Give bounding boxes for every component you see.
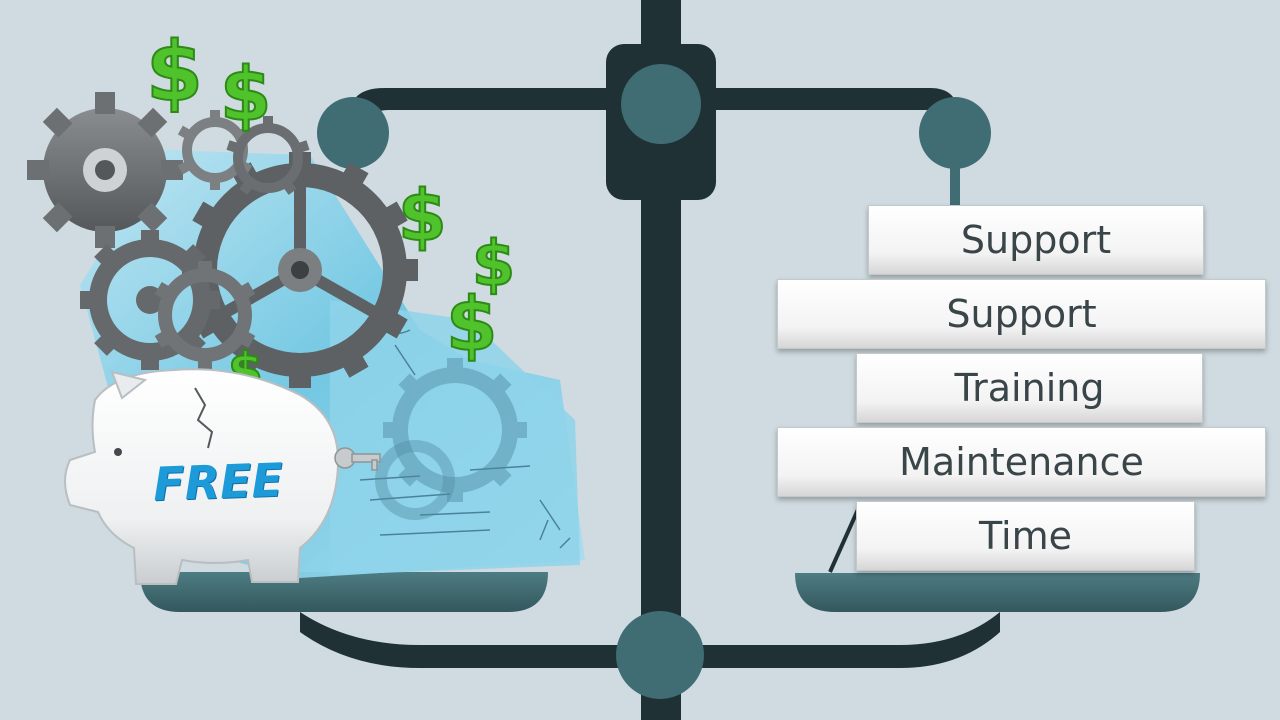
svg-text:$: $	[446, 282, 498, 368]
scale-frame	[140, 0, 1200, 720]
svg-text:$: $	[146, 25, 203, 120]
scale-block-support-1: Support	[868, 205, 1204, 275]
scale-block-maintenance: Maintenance	[777, 427, 1266, 497]
gear-icon	[27, 92, 527, 520]
svg-text:$: $	[398, 175, 447, 257]
svg-text:$: $	[472, 227, 515, 300]
scale-block-time: Time	[856, 501, 1195, 571]
svg-text:$: $	[220, 52, 272, 138]
piggy-bank-free-label: FREE	[152, 452, 284, 512]
piggy-bank-icon	[64, 368, 381, 585]
scale-block-training: Training	[856, 353, 1203, 423]
scale-block-support-2: Support	[777, 279, 1266, 349]
